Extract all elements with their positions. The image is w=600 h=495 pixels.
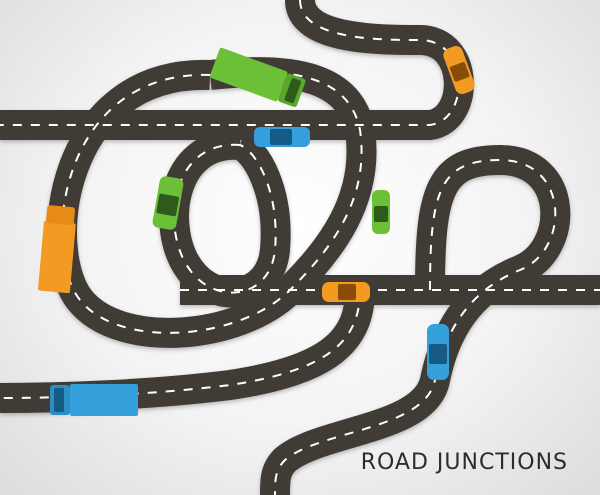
road-big-loop — [47, 57, 377, 348]
orange-car-middle — [322, 282, 370, 302]
blue-car-right — [427, 324, 449, 380]
vehicles — [38, 45, 475, 416]
road-right-loop — [260, 145, 571, 495]
page-title: ROAD JUNCTIONS — [360, 450, 568, 475]
green-truck-top — [209, 47, 306, 107]
green-car-right — [372, 190, 390, 234]
orange-car-top-right — [443, 45, 475, 95]
orange-truck-left — [38, 205, 76, 294]
green-car-left — [152, 176, 184, 230]
blue-truck-bottom — [50, 384, 138, 416]
blue-car-top — [254, 127, 310, 147]
